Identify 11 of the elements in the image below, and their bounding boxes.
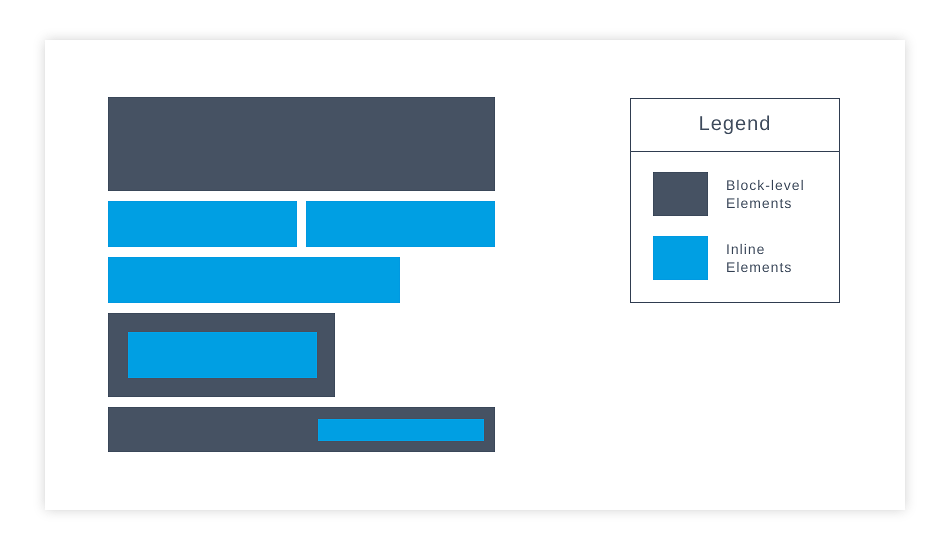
legend-title: Legend [698,113,772,136]
legend-label: Inline Elements [726,240,794,276]
inline-element-bar [108,257,400,303]
inline-element-bar [318,419,484,441]
inline-element-bar [108,201,297,247]
block-element-bar [108,407,495,452]
block-element-bar [108,97,495,191]
legend-label: Block-level Elements [726,176,806,212]
block-element-bar [108,313,335,397]
inline-element-bar [306,201,495,247]
inline-element-bar [128,332,317,378]
